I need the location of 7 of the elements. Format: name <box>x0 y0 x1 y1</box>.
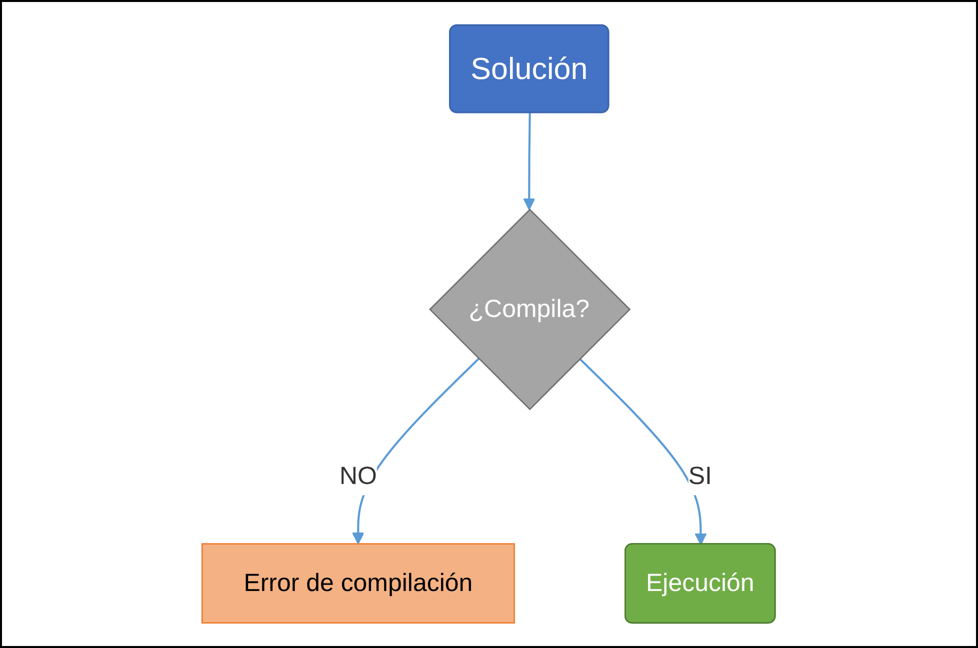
node-box: Error de compilación <box>202 543 516 624</box>
arrow <box>579 358 708 546</box>
arrow <box>523 113 536 210</box>
edge-label: SI <box>688 462 712 490</box>
arrow <box>352 358 480 544</box>
node-diamond: ¿Compila? <box>429 208 632 410</box>
edge-label: NO <box>340 462 378 490</box>
